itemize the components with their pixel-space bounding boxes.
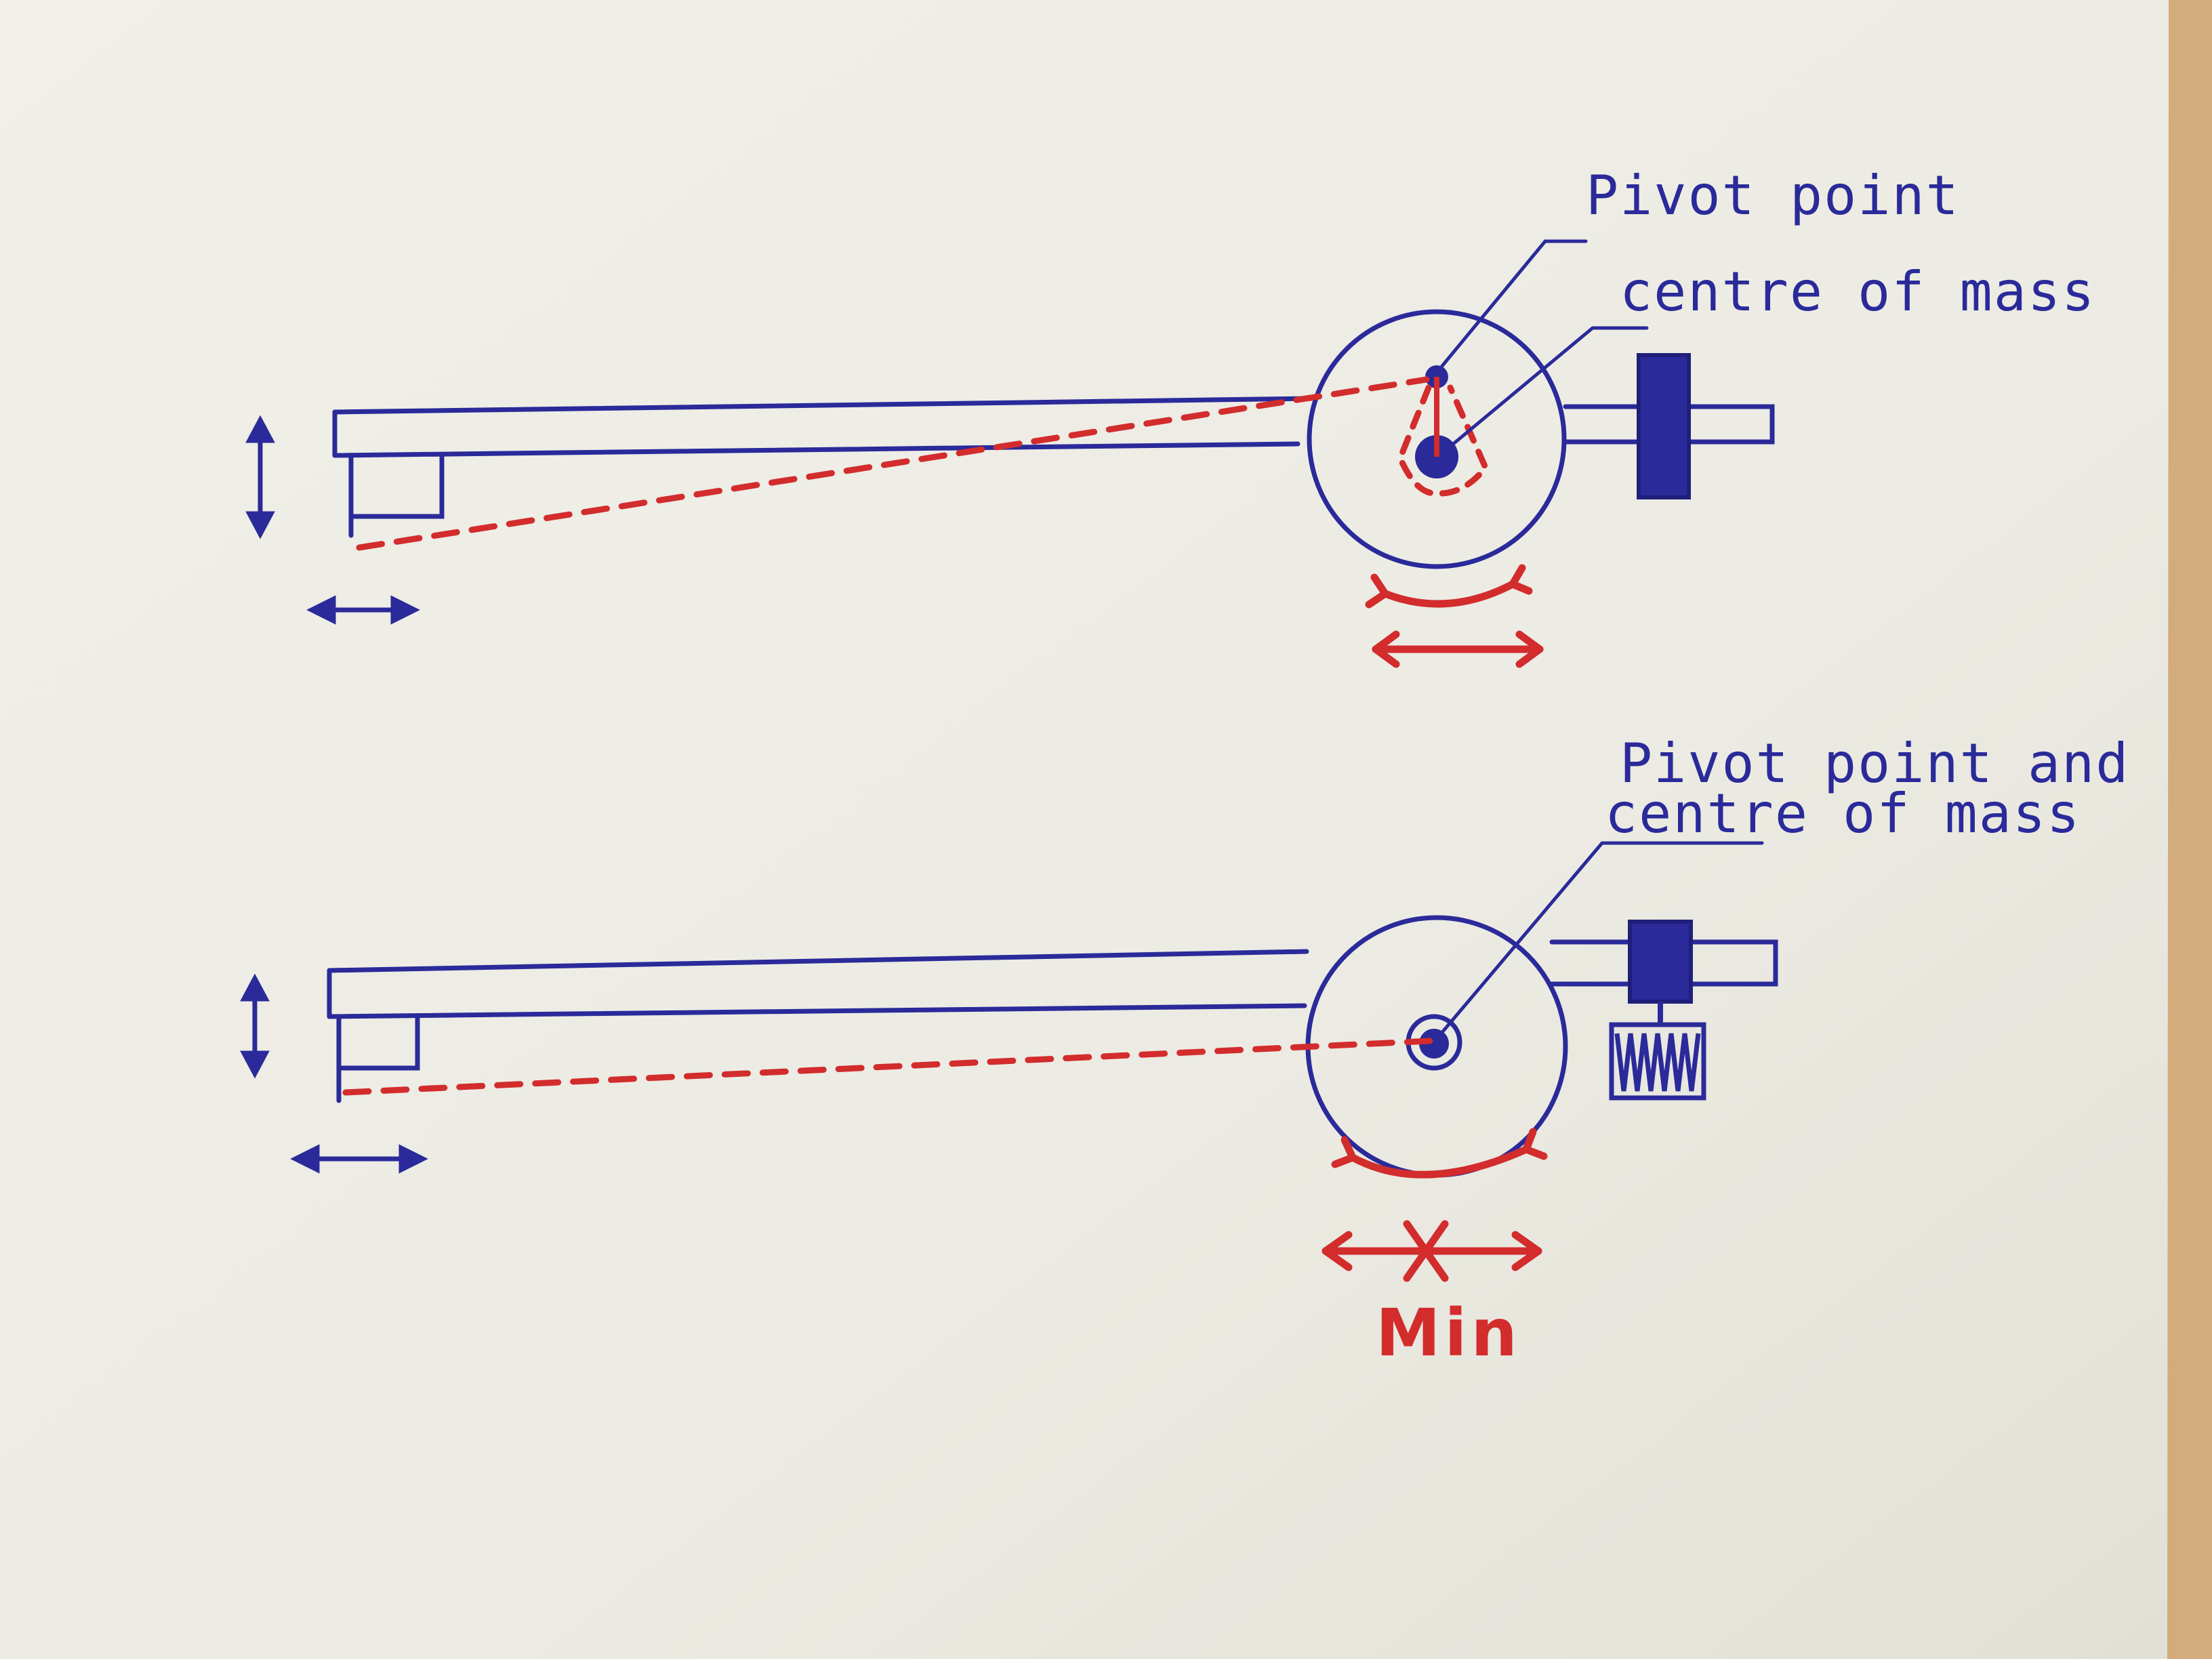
bottom-horizontal-arrow bbox=[290, 1144, 428, 1174]
bottom-rotation-arrow bbox=[1331, 1128, 1548, 1179]
bottom-pivot-com-dot bbox=[1419, 1029, 1449, 1059]
bottom-diagram: Pivot point and centre of mass Min bbox=[240, 732, 2129, 1371]
top-tonearm bbox=[332, 396, 1314, 458]
top-diagram: Pivot point centre of mass bbox=[245, 164, 2095, 668]
bottom-vertical-arrow bbox=[240, 973, 270, 1079]
bottom-spring-weight bbox=[1609, 1022, 1706, 1101]
cross-mark bbox=[1403, 1220, 1449, 1282]
top-bearing-circle bbox=[1307, 309, 1567, 569]
bottom-label-line2: centre of mass bbox=[1605, 782, 2081, 845]
bottom-leader-line bbox=[1437, 841, 1764, 1038]
bottom-stylus-to-pivot-line bbox=[342, 1038, 1433, 1096]
bottom-label-min: Min bbox=[1376, 1295, 1521, 1371]
top-horizontal-arrow bbox=[306, 595, 420, 625]
bottom-tonearm bbox=[327, 949, 1309, 1019]
bottom-headshell bbox=[336, 1014, 420, 1103]
top-headshell bbox=[348, 453, 445, 538]
bottom-label-line1: Pivot point and bbox=[1620, 732, 2129, 795]
top-label-centre-of-mass: centre of mass bbox=[1620, 260, 2095, 323]
top-counterweight bbox=[1637, 353, 1691, 499]
top-pendulum-swing bbox=[1397, 384, 1490, 497]
bottom-counterweight bbox=[1628, 920, 1693, 1004]
top-rotation-arrow bbox=[1365, 564, 1533, 609]
top-translation-arrow bbox=[1372, 630, 1544, 668]
bottom-translation-arrow-crossed bbox=[1322, 1220, 1542, 1282]
top-label-pivot-point: Pivot point bbox=[1586, 164, 1960, 227]
top-leader-lines bbox=[1440, 239, 1649, 451]
top-stylus-to-pivot-line bbox=[356, 376, 1430, 551]
top-vertical-arrow bbox=[245, 415, 275, 539]
